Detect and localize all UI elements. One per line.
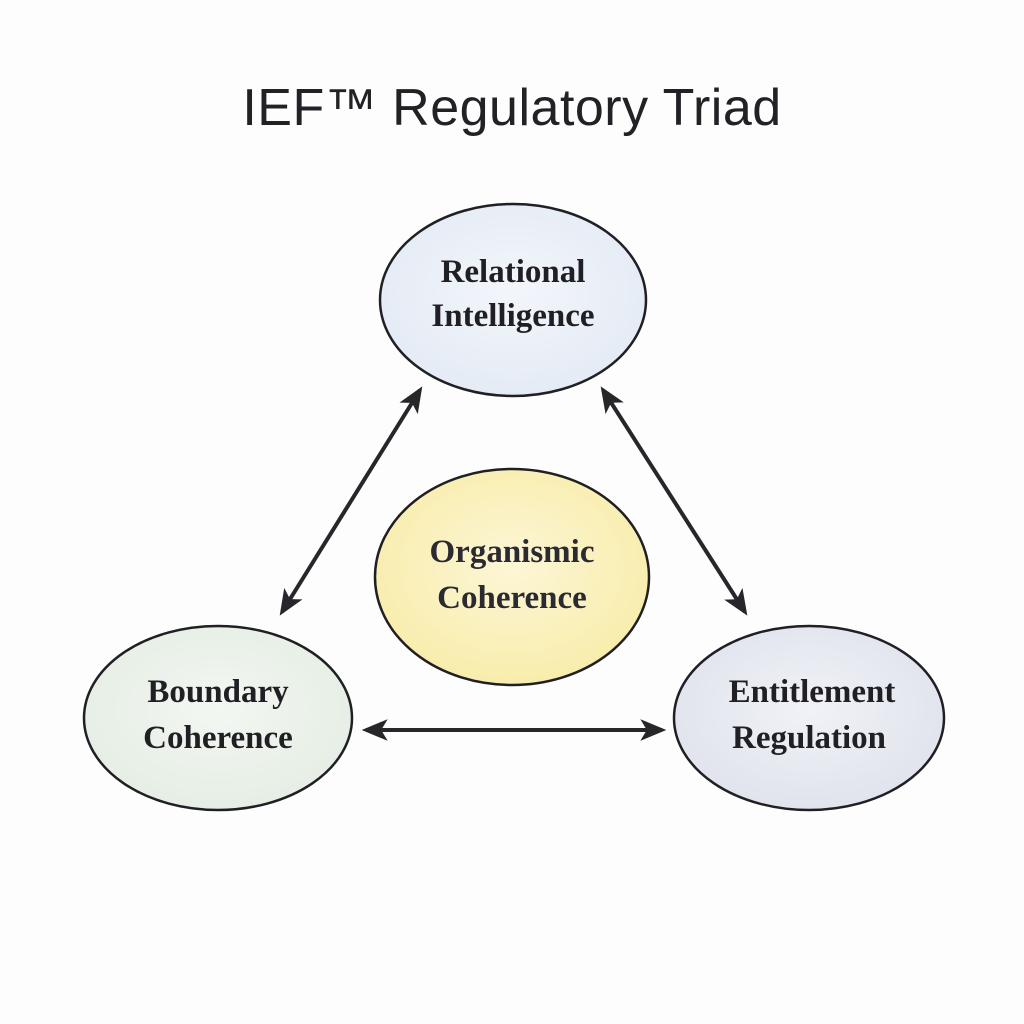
node-organismic-coherence-line2: Coherence — [437, 580, 587, 616]
node-relational-intelligence-line1: Relational — [441, 254, 586, 290]
node-relational-intelligence-line2: Intelligence — [431, 298, 594, 334]
node-boundary-coherence: Boundary Coherence — [82, 624, 354, 812]
node-relational-intelligence-shape — [378, 202, 648, 398]
connector-top-right-arrow — [600, 386, 748, 616]
node-organismic-coherence-shape — [373, 467, 651, 687]
node-boundary-coherence-line2: Coherence — [143, 720, 293, 756]
node-entitlement-regulation-line2: Regulation — [732, 720, 886, 756]
diagram-title: IEF™ Regulatory Triad — [242, 79, 782, 137]
node-organismic-coherence: Organismic Coherence — [373, 467, 651, 687]
node-entitlement-regulation-line1: Entitlement — [729, 674, 896, 710]
node-entitlement-regulation-shape — [672, 624, 946, 812]
node-boundary-coherence-line1: Boundary — [147, 674, 289, 710]
node-organismic-coherence-line1: Organismic — [430, 534, 595, 570]
node-boundary-coherence-shape — [82, 624, 354, 812]
node-relational-intelligence: Relational Intelligence — [378, 202, 648, 398]
node-entitlement-regulation: Entitlement Regulation — [672, 624, 946, 812]
connector-top-left-arrow — [279, 386, 423, 616]
